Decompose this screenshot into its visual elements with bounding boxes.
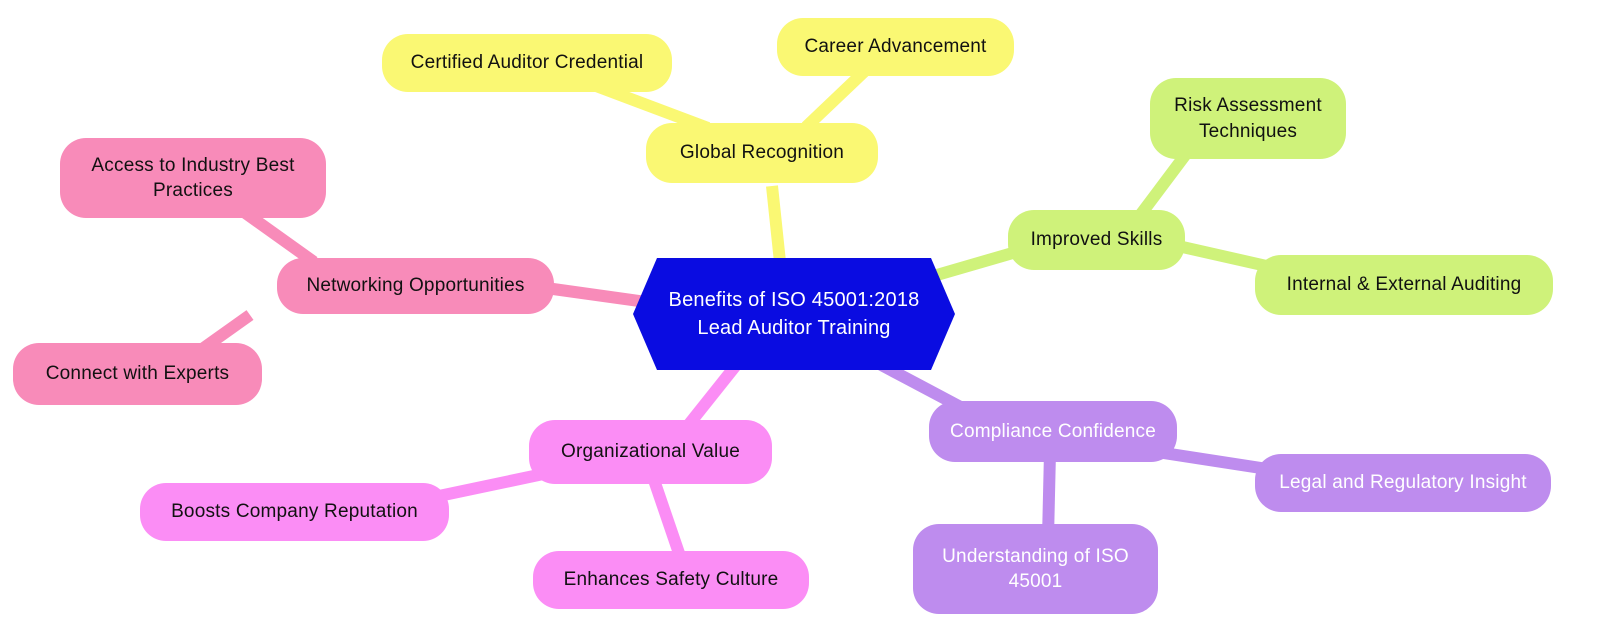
root-node: Benefits of ISO 45001:2018 Lead Auditor … <box>633 258 955 370</box>
node-internal-external-auditing: Internal & External Auditing <box>1255 255 1553 315</box>
node-boosts-company-reputation: Boosts Company Reputation <box>140 483 449 541</box>
edge-compliance-confidence-understanding-iso-45001 <box>1042 451 1056 539</box>
node-legal-regulatory-insight: Legal and Regulatory Insight <box>1255 454 1551 512</box>
node-enhances-safety-culture: Enhances Safety Culture <box>533 551 809 609</box>
node-connect-with-experts: Connect with Experts <box>13 343 262 405</box>
edge-organizational-value-enhances-safety-culture <box>648 478 688 564</box>
node-certified-auditor-credential: Certified Auditor Credential <box>382 34 672 92</box>
node-global-recognition: Global Recognition <box>646 123 878 183</box>
edge-root-global-recognition <box>766 185 786 263</box>
edge-networking-opportunities-access-industry-best-practices <box>240 207 318 267</box>
node-risk-assessment-techniques: Risk Assessment Techniques <box>1150 78 1346 159</box>
node-organizational-value: Organizational Value <box>529 420 772 484</box>
node-improved-skills: Improved Skills <box>1008 210 1185 270</box>
edge-root-networking-opportunities <box>545 282 647 308</box>
node-career-advancement: Career Advancement <box>777 18 1014 76</box>
edge-global-recognition-career-advancement <box>801 63 873 132</box>
node-compliance-confidence: Compliance Confidence <box>929 401 1177 462</box>
node-understanding-iso-45001: Understanding of ISO 45001 <box>913 524 1158 614</box>
node-access-industry-best-practices: Access to Industry Best Practices <box>60 138 326 218</box>
edge-root-organizational-value <box>681 360 742 432</box>
node-networking-opportunities: Networking Opportunities <box>277 258 554 314</box>
